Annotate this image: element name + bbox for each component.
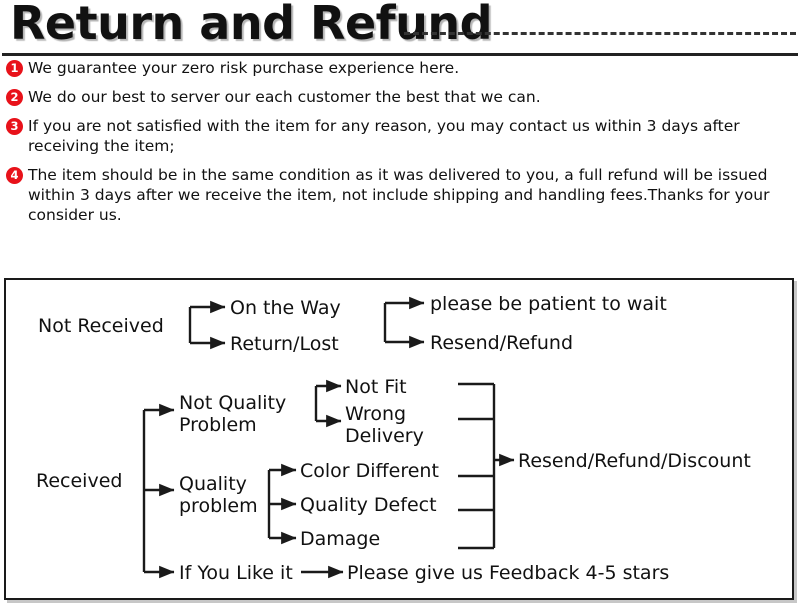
node-received: Received — [36, 470, 122, 492]
node-not-fit: Not Fit — [345, 376, 407, 398]
node-not-received: Not Received — [38, 315, 164, 337]
node-color-different: Color Different — [300, 460, 439, 482]
list-item: 2 We do our best to server our each cust… — [0, 87, 800, 107]
node-wrong-delivery-line2: Delivery — [345, 425, 424, 447]
node-not-quality-problem-line2: Problem — [179, 414, 257, 436]
node-resend-refund-discount: Resend/Refund/Discount — [518, 450, 751, 472]
list-item: 1 We guarantee your zero risk purchase e… — [0, 58, 800, 78]
node-wrong-delivery: Wrong — [345, 403, 406, 425]
title-divider — [2, 53, 798, 56]
list-item-text: The item should be in the same condition… — [28, 166, 770, 224]
node-damage: Damage — [300, 528, 380, 550]
flow-diagram: Not Received On the Way Return/Lost plea… — [36, 293, 751, 584]
list-item-text: If you are not satisfied with the item f… — [28, 117, 740, 155]
list-item-text: We do our best to server our each custom… — [28, 88, 541, 106]
list-item-number-badge: 2 — [6, 89, 23, 106]
page-header: Return and Refund — [0, 0, 800, 56]
node-quality-problem-line2: problem — [179, 495, 258, 517]
node-feedback: Please give us Feedback 4-5 stars — [347, 562, 669, 584]
page-title: Return and Refund — [10, 0, 493, 50]
list-item: 4 The item should be in the same conditi… — [0, 165, 800, 225]
node-quality-problem: Quality — [179, 473, 247, 495]
title-dashed-rule — [404, 32, 796, 35]
node-please-be-patient: please be patient to wait — [430, 293, 667, 315]
list-item-number-badge: 3 — [6, 118, 23, 135]
policy-list: 1 We guarantee your zero risk purchase e… — [0, 58, 800, 234]
node-on-the-way: On the Way — [230, 297, 341, 319]
node-return-lost: Return/Lost — [230, 333, 339, 355]
node-if-you-like-it: If You Like it — [179, 562, 293, 584]
node-resend-refund: Resend/Refund — [430, 332, 573, 354]
node-quality-defect: Quality Defect — [300, 494, 437, 516]
list-item-text: We guarantee your zero risk purchase exp… — [28, 59, 460, 77]
node-not-quality-problem: Not Quality — [179, 392, 286, 414]
flow-diagram-panel: Not Received On the Way Return/Lost plea… — [4, 278, 794, 600]
list-item-number-badge: 4 — [6, 167, 23, 184]
list-item: 3 If you are not satisfied with the item… — [0, 116, 800, 156]
list-item-number-badge: 1 — [6, 60, 23, 77]
